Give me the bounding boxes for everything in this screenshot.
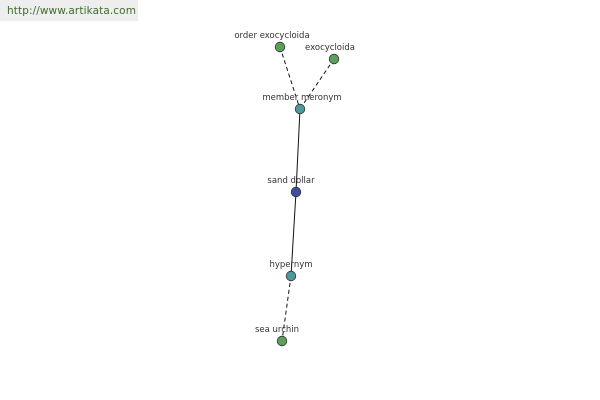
node-circle-member-meronym[interactable] <box>294 103 306 115</box>
edge-order-exocycloida-to-member-meronym <box>279 46 301 110</box>
node-order-exocycloida[interactable]: order exocycloida <box>234 31 310 53</box>
edge-sand-dollar-to-hypernym <box>290 191 297 277</box>
node-circle-exocycloida[interactable] <box>328 53 340 65</box>
node-label-order-exocycloida: order exocycloida <box>234 31 309 41</box>
edge-exocycloida-to-member-meronym <box>299 58 335 110</box>
node-label-hypernym: hypernym <box>269 260 312 270</box>
edge-member-meronym-to-sand-dollar <box>295 108 301 193</box>
node-circle-hypernym[interactable] <box>285 270 297 282</box>
node-label-sand-dollar: sand dollar <box>267 176 315 186</box>
node-member-meronym[interactable]: member meronym <box>262 93 342 115</box>
node-circle-order-exocycloida[interactable] <box>274 41 286 53</box>
url-banner[interactable]: http://www.artikata.com <box>0 0 138 21</box>
node-label-sea-urchin: sea urchin <box>255 325 299 335</box>
site-url-link[interactable]: http://www.artikata.com <box>7 4 137 17</box>
edge-hypernym-to-sea-urchin <box>281 275 292 342</box>
node-sand-dollar[interactable]: sand dollar <box>267 176 315 198</box>
graph-edges <box>279 46 335 342</box>
node-circle-sand-dollar[interactable] <box>290 186 302 198</box>
node-sea-urchin[interactable]: sea urchin <box>255 325 299 347</box>
node-exocycloida[interactable]: exocycloida <box>305 43 355 65</box>
node-hypernym[interactable]: hypernym <box>269 260 313 282</box>
node-label-member-meronym: member meronym <box>262 93 341 103</box>
graph-nodes: order exocycloida exocycloida member meron… <box>234 31 355 347</box>
node-label-exocycloida: exocycloida <box>305 43 355 53</box>
node-circle-sea-urchin[interactable] <box>276 335 288 347</box>
